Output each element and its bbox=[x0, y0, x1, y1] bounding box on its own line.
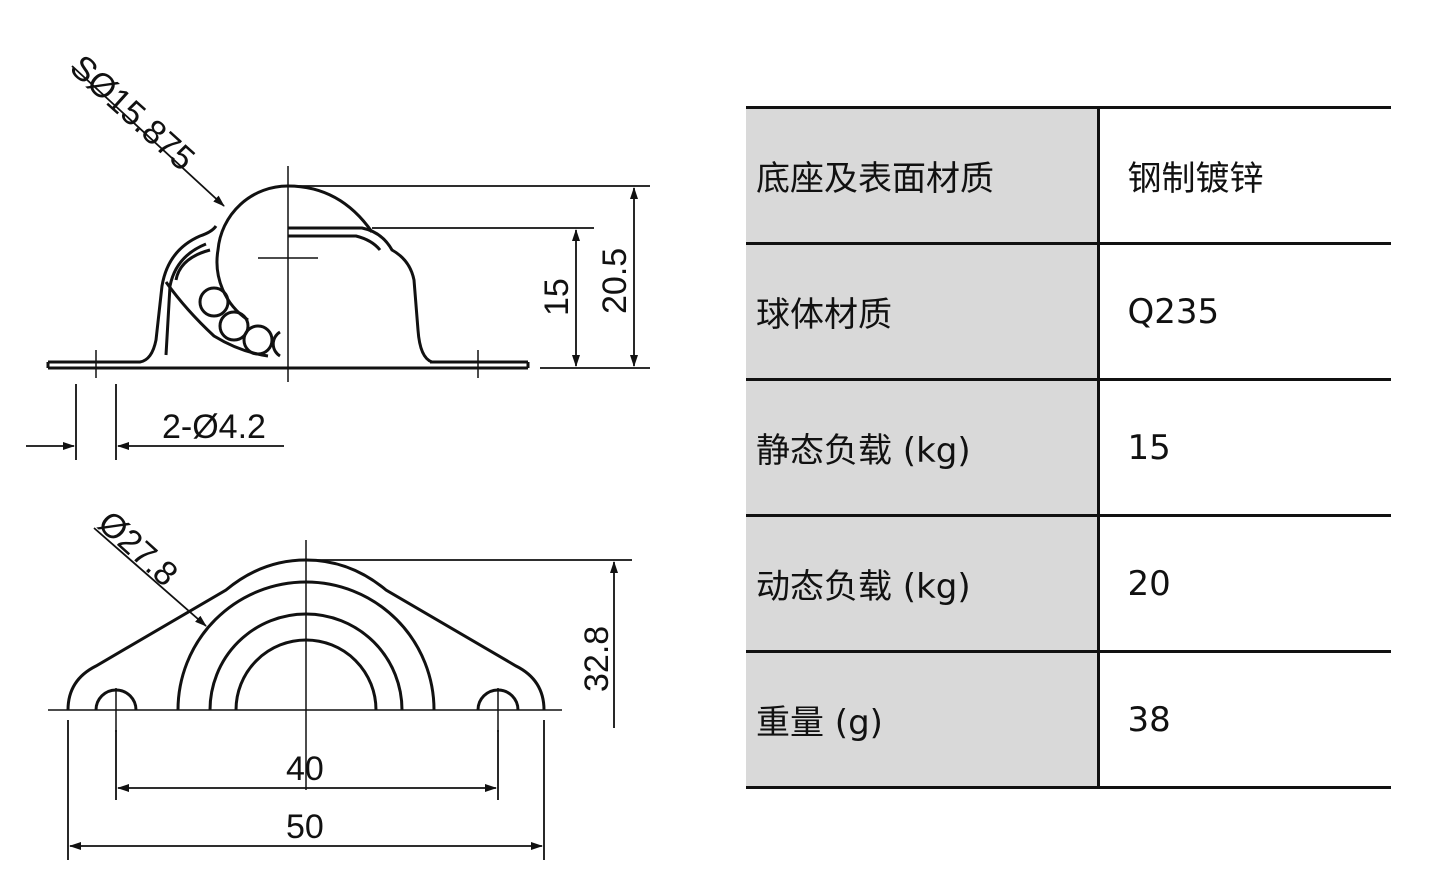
spec-table: 底座及表面材质 钢制镀锌 球体材质 Q235 静态负载 (kg) 15 动态负载… bbox=[746, 106, 1391, 789]
base-plate bbox=[48, 225, 218, 364]
technical-drawing: SØ15.875 15 20.5 2-Ø4.2 Ø27.8 32.8 40 50 bbox=[26, 48, 650, 860]
side-dimensions bbox=[26, 65, 650, 460]
spec-label: 重量 (g) bbox=[746, 650, 1100, 789]
table-row: 静态负载 (kg) 15 bbox=[746, 378, 1391, 517]
housing-right bbox=[288, 226, 433, 364]
side-centerlines bbox=[95, 166, 479, 382]
dim-arc-diameter: Ø27.8 bbox=[91, 504, 185, 594]
dim-hole-spacing: 40 bbox=[286, 750, 324, 788]
spec-label: 球体材质 bbox=[746, 242, 1100, 381]
spec-label: 底座及表面材质 bbox=[746, 106, 1100, 245]
spec-value: 38 bbox=[1098, 650, 1391, 789]
dim-hole-spec: 2-Ø4.2 bbox=[162, 408, 266, 446]
table-row: 动态负载 (kg) 20 bbox=[746, 514, 1391, 653]
dim-height-total: 20.5 bbox=[596, 248, 634, 314]
spec-value: 钢制镀锌 bbox=[1098, 106, 1391, 245]
spec-value: 20 bbox=[1098, 514, 1391, 653]
dim-depth: 32.8 bbox=[578, 626, 616, 692]
spec-label: 静态负载 (kg) bbox=[746, 378, 1100, 517]
bearing-ball bbox=[218, 310, 250, 342]
dim-ball-diameter: SØ15.875 bbox=[63, 48, 202, 179]
top-dimensions bbox=[67, 527, 632, 860]
bearing-ball bbox=[198, 286, 230, 318]
spec-value: Q235 bbox=[1098, 242, 1391, 381]
spec-label: 动态负载 (kg) bbox=[746, 514, 1100, 653]
bearing-ball bbox=[242, 324, 274, 356]
top-centerlines bbox=[48, 540, 562, 790]
dim-overall-width: 50 bbox=[286, 808, 324, 846]
dim-height-low: 15 bbox=[538, 278, 576, 316]
table-row: 重量 (g) 38 bbox=[746, 650, 1391, 789]
table-row: 底座及表面材质 钢制镀锌 bbox=[746, 106, 1391, 245]
spec-value: 15 bbox=[1098, 378, 1391, 517]
table-row: 球体材质 Q235 bbox=[746, 242, 1391, 381]
